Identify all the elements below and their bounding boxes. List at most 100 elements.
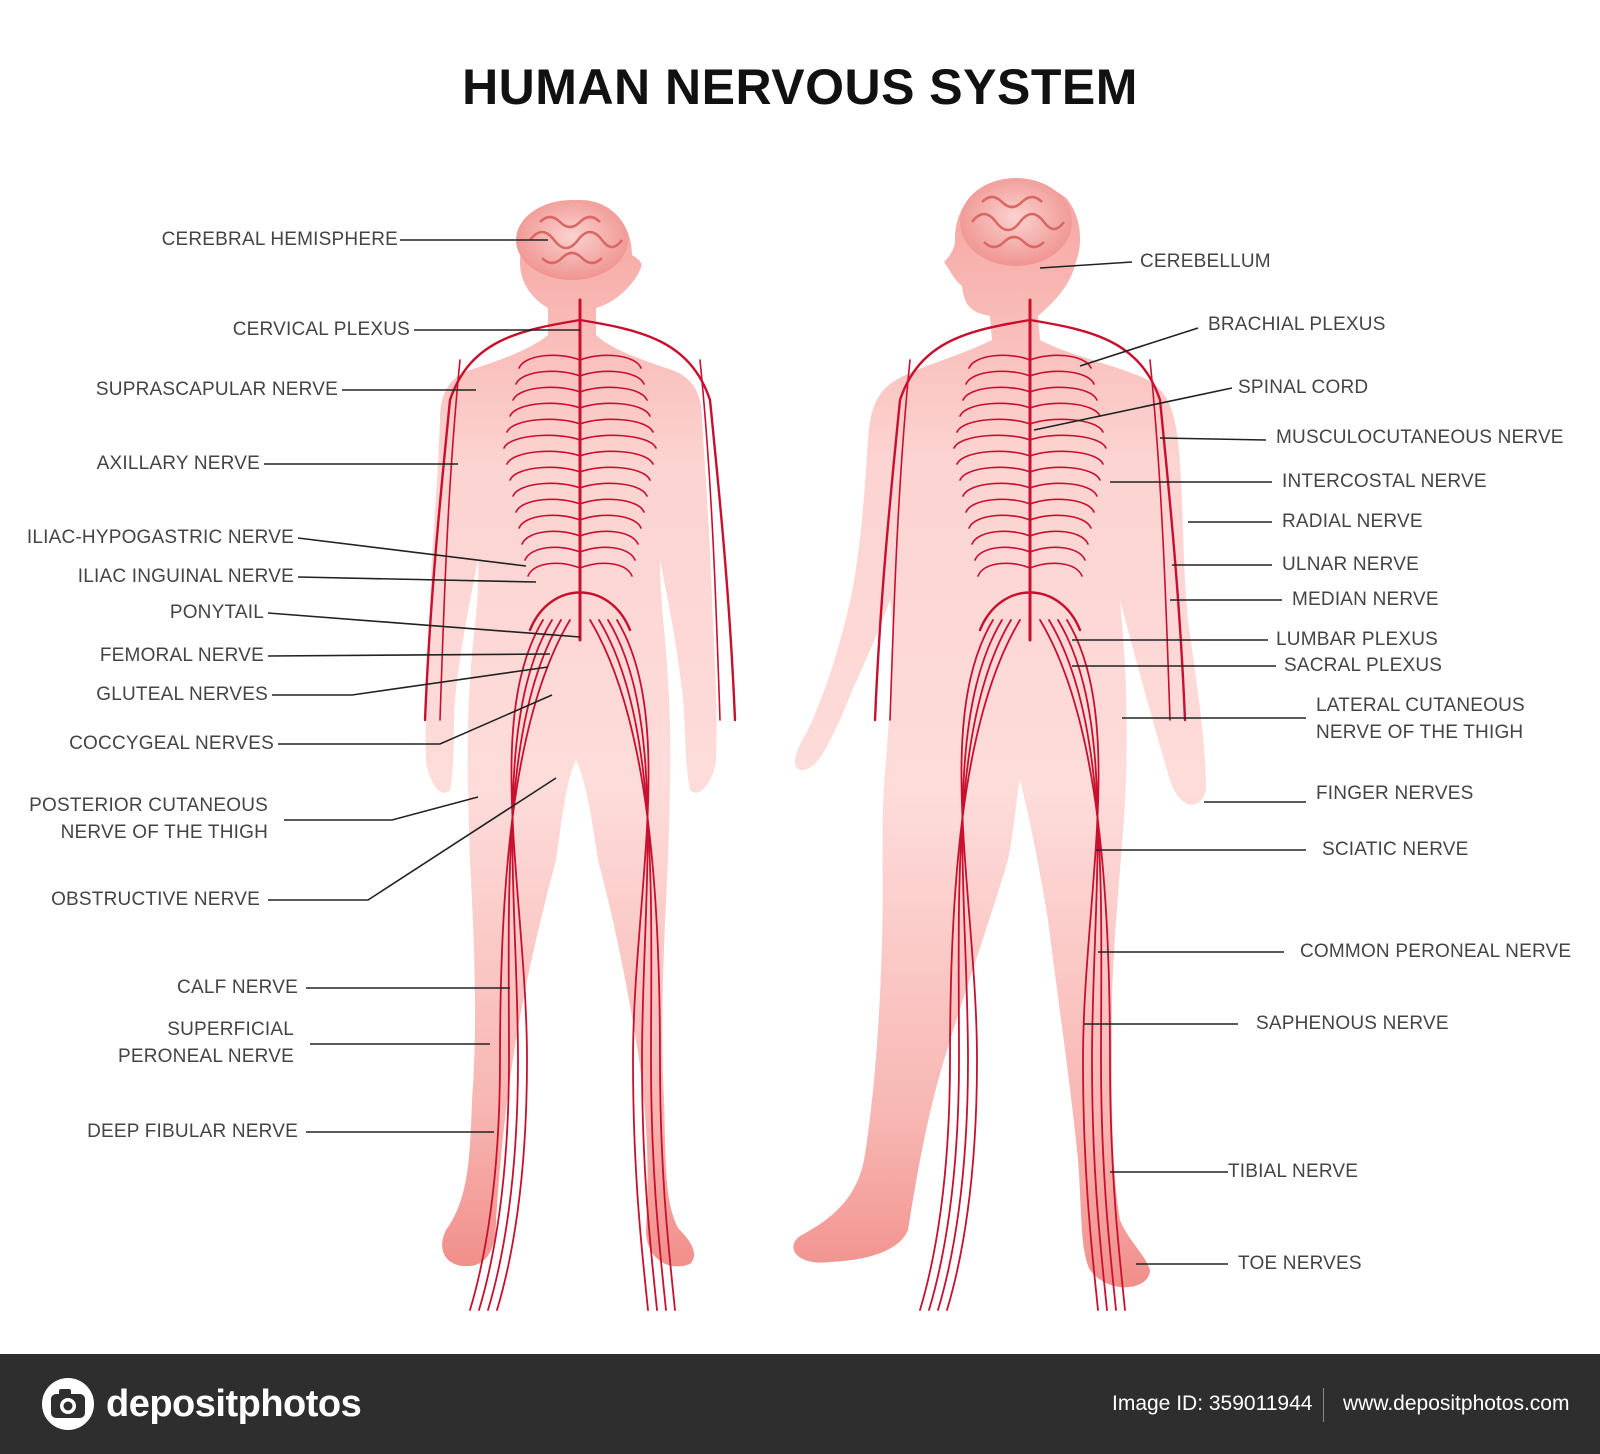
- leg-nerve-right: [1039, 619, 1126, 1311]
- intercostal-nerve-right: [579, 546, 636, 561]
- lumbar-plexus-arc: [528, 591, 632, 632]
- label-spinal-cord: SPINAL CORD: [1238, 377, 1369, 398]
- leader-posterior-cutaneous-nerve: [284, 796, 479, 821]
- intercostal-nerve-right: [1029, 354, 1092, 369]
- intercostal-nerve-left: [974, 546, 1031, 561]
- image-id-text: Image ID: 359011944: [1112, 1392, 1313, 1415]
- intercostal-nerve-right: [1029, 562, 1083, 577]
- leader-lines: [264, 239, 1306, 1265]
- brand-logo[interactable]: depositphotos: [40, 1376, 362, 1432]
- arm-nerve-left: [423, 318, 582, 722]
- intercostal-nerve-right: [1029, 450, 1104, 465]
- intercostal-nerve-left: [977, 562, 1031, 577]
- leader-spinal-cord: [1033, 387, 1233, 431]
- label-sacral-plexus: SACRAL PLEXUS: [1284, 655, 1443, 676]
- intercostal-nerve-left: [968, 514, 1031, 529]
- camera-icon: [42, 1378, 94, 1430]
- label-saphenous-nerve: SAPHENOUS NERVE: [1256, 1013, 1449, 1034]
- intercostal-nerve-right: [1029, 386, 1098, 401]
- label-tibial-nerve: TIBIAL NERVE: [1228, 1161, 1359, 1182]
- label-obstructive-nerve: OBSTRUCTIVE NERVE: [51, 889, 260, 910]
- leg-nerve-right: [598, 619, 667, 1311]
- intercostal-nerve-right: [579, 482, 648, 497]
- intercostal-nerve-right: [1029, 530, 1089, 545]
- leg-nerve-left: [937, 619, 1003, 1311]
- front-nerve-network: [423, 298, 737, 1311]
- intercostal-nerve-right: [1029, 370, 1095, 385]
- intercostal-nerve-left: [503, 434, 581, 449]
- intercostal-nerve-right: [579, 498, 645, 513]
- intercostal-nerve-right: [579, 530, 639, 545]
- intercostal-nerve-left: [524, 546, 581, 561]
- label-toe-nerves: TOE NERVES: [1238, 1253, 1362, 1274]
- leader-iliac-hypogastric-nerve: [297, 537, 527, 567]
- leader-iliac-inguinal-nerve: [297, 576, 537, 583]
- arm-nerve-left: [873, 318, 1032, 722]
- site-link[interactable]: www.depositphotos.com: [1343, 1392, 1570, 1415]
- intercostal-nerve-right: [1029, 402, 1101, 417]
- label-gluteal-nerves: GLUTEAL NERVES: [96, 684, 268, 705]
- intercostal-nerve-left: [956, 418, 1031, 433]
- label-iliac-hypogastric-nerve: ILIAC-HYPOGASTRIC NERVE: [26, 527, 294, 548]
- intercostal-nerve-left: [962, 386, 1031, 401]
- leg-nerve-left: [469, 619, 571, 1311]
- footer-divider: [1323, 1388, 1324, 1422]
- intercostal-nerve-left: [965, 498, 1031, 513]
- leader-coccygeal-nerves: [278, 694, 553, 745]
- label-femoral-nerve: FEMORAL NERVE: [99, 645, 264, 666]
- intercostal-nerve-left: [965, 370, 1031, 385]
- intercostal-nerve-left: [512, 482, 581, 497]
- intercostal-nerve-left: [962, 482, 1031, 497]
- label-finger-nerves: FINGER NERVES: [1316, 783, 1474, 804]
- label-suprascapular-nerve: SUPRASCAPULAR NERVE: [95, 379, 338, 400]
- label-calf-nerve: CALF NERVE: [177, 977, 298, 998]
- label-cervical-plexus: CERVICAL PLEXUS: [232, 319, 410, 340]
- intercostal-nerve-left: [515, 370, 581, 385]
- label-cerebral-hemisphere: CEREBRAL HEMISPHERE: [161, 229, 398, 250]
- leg-nerve-left: [487, 619, 553, 1311]
- leg-nerve-right: [607, 619, 658, 1311]
- label-ponytail: PONYTAIL: [169, 602, 264, 623]
- back-nerve-network: [873, 298, 1187, 1311]
- front-body-figure: [425, 200, 717, 1267]
- intercostal-nerve-left: [509, 402, 581, 417]
- arm-branch-left: [889, 359, 911, 721]
- page-title: HUMAN NERVOUS SYSTEM: [462, 59, 1138, 115]
- intercostal-nerve-right: [579, 562, 633, 577]
- intercostal-nerve-right: [579, 386, 648, 401]
- intercostal-nerve-left: [509, 466, 581, 481]
- intercostal-nerve-left: [968, 354, 1031, 369]
- leg-nerve-right: [1057, 619, 1108, 1311]
- intercostal-nerve-left: [527, 562, 581, 577]
- label-ulnar-nerve: ULNAR NERVE: [1282, 554, 1419, 575]
- leader-brachial-plexus: [1079, 327, 1199, 367]
- intercostal-nerve-left: [512, 386, 581, 401]
- intercostal-nerve-right: [579, 370, 645, 385]
- nervous-system-diagram: [264, 178, 1306, 1311]
- label-brachial-plexus: BRACHIAL PLEXUS: [1208, 314, 1386, 335]
- intercostal-nerve-left: [518, 514, 581, 529]
- label-iliac-inguinal-nerve: ILIAC INGUINAL NERVE: [77, 566, 294, 587]
- brand-name: depositphotos: [106, 1382, 362, 1425]
- arm-branch-right: [699, 359, 721, 721]
- intercostal-nerve-left: [971, 530, 1031, 545]
- label-median-nerve: MEDIAN NERVE: [1292, 589, 1439, 610]
- arm-nerve-right: [578, 318, 737, 722]
- intercostal-nerve-right: [1029, 482, 1098, 497]
- intercostal-nerve-right: [579, 418, 654, 433]
- intercostal-nerve-right: [579, 450, 654, 465]
- intercostal-nerve-left: [506, 450, 581, 465]
- footer-bar: depositphotos Image ID: 359011944 www.de…: [0, 1354, 1600, 1454]
- label-cerebellum: CEREBELLUM: [1140, 251, 1271, 272]
- intercostal-nerve-left: [518, 354, 581, 369]
- leg-nerve-right: [1048, 619, 1117, 1311]
- leg-nerve-left: [496, 619, 544, 1311]
- label-musculocutaneous-nerve: MUSCULOCUTANEOUS NERVE: [1276, 427, 1564, 448]
- label-axillary-nerve: AXILLARY NERVE: [96, 453, 260, 474]
- intercostal-nerve-right: [579, 514, 642, 529]
- back-body-figure: [793, 178, 1206, 1288]
- intercostal-nerve-right: [1029, 514, 1092, 529]
- leg-nerve-left: [946, 619, 994, 1311]
